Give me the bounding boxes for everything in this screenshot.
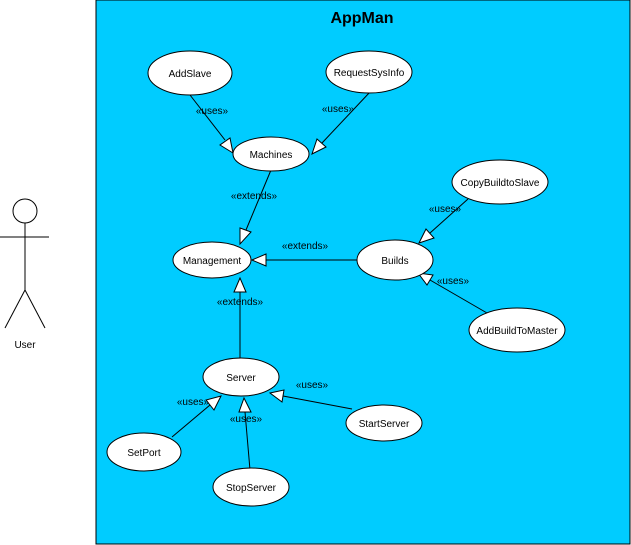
- relation-copybuildtoslave-builds[interactable]: «uses»: [418, 198, 469, 244]
- relation-builds-management[interactable]: «extends»: [250, 241, 358, 267]
- arrow-head: [239, 227, 252, 246]
- use-case-copybuildtoslave[interactable]: CopyBuildtoSlave: [451, 159, 549, 205]
- arrow-head: [238, 396, 252, 413]
- relation-label: «uses»: [230, 414, 263, 425]
- use-case-requestsysinfo[interactable]: RequestSysInfo: [325, 50, 413, 94]
- use-case-label: Management: [183, 256, 242, 267]
- arrow-head: [418, 228, 435, 244]
- use-case-label: AddSlave: [169, 69, 212, 80]
- use-case-management[interactable]: Management: [172, 241, 252, 279]
- use-case-label: CopyBuildtoSlave: [461, 178, 540, 189]
- arrow-head: [250, 253, 267, 267]
- use-case-label: Builds: [381, 256, 408, 267]
- use-case-label: StartServer: [359, 419, 410, 430]
- actor-left-leg: [4, 289, 26, 329]
- use-case-label: Server: [226, 373, 256, 384]
- relation-label: «uses»: [196, 106, 229, 117]
- relation-label: «uses»: [177, 397, 210, 408]
- relation-addslave-machines[interactable]: «uses»: [189, 94, 234, 155]
- relation-server-management[interactable]: «extends»: [217, 276, 264, 359]
- use-case-label: AddBuildToMaster: [476, 326, 558, 337]
- arrow-head: [233, 276, 247, 293]
- relation-label: «extends»: [217, 297, 264, 308]
- arrow-head: [219, 137, 234, 155]
- use-case-builds[interactable]: Builds: [356, 239, 434, 281]
- use-case-addbuildtomaster[interactable]: AddBuildToMaster: [468, 307, 566, 353]
- use-case-stopserver[interactable]: StopServer: [212, 467, 290, 507]
- relation-startserver-server[interactable]: «uses»: [268, 380, 353, 410]
- relations: «uses» «uses» «extends» «extends» «uses»: [171, 91, 488, 471]
- arrow-head: [268, 389, 285, 403]
- relation-label: «extends»: [282, 241, 329, 252]
- use-case-startserver[interactable]: StartServer: [345, 404, 423, 442]
- use-case-label: SetPort: [127, 448, 161, 459]
- relation-label: «uses»: [322, 104, 355, 115]
- actor-user[interactable]: User: [0, 198, 49, 351]
- system-title: AppMan: [330, 10, 393, 27]
- use-case-label: RequestSysInfo: [334, 68, 405, 79]
- arrow-head: [205, 395, 222, 411]
- actor-right-leg: [24, 289, 46, 329]
- use-cases: AddSlave RequestSysInfo Machines CopyBui…: [106, 50, 566, 507]
- use-case-addslave[interactable]: AddSlave: [147, 50, 233, 96]
- arrow-head: [311, 138, 327, 155]
- arrow-head: [416, 272, 434, 286]
- relation-setport-server[interactable]: «uses»: [171, 395, 222, 438]
- relation-addbuildtomaster-builds[interactable]: «uses»: [416, 272, 488, 314]
- use-case-label: StopServer: [226, 483, 277, 494]
- relation-label: «extends»: [231, 191, 278, 202]
- actor-label: User: [14, 340, 36, 351]
- relation-stopserver-server[interactable]: «uses»: [230, 396, 263, 471]
- use-case-label: Machines: [250, 150, 293, 161]
- relation-machines-management[interactable]: «extends»: [231, 169, 278, 246]
- relation-label: «uses»: [296, 380, 329, 391]
- relation-label: «uses»: [437, 276, 470, 287]
- relation-requestsysinfo-machines[interactable]: «uses»: [311, 91, 371, 155]
- actor-head: [12, 198, 38, 224]
- use-case-machines[interactable]: Machines: [232, 136, 310, 172]
- use-case-server[interactable]: Server: [202, 357, 280, 397]
- use-case-setport[interactable]: SetPort: [106, 432, 182, 472]
- relation-label: «uses»: [429, 204, 462, 215]
